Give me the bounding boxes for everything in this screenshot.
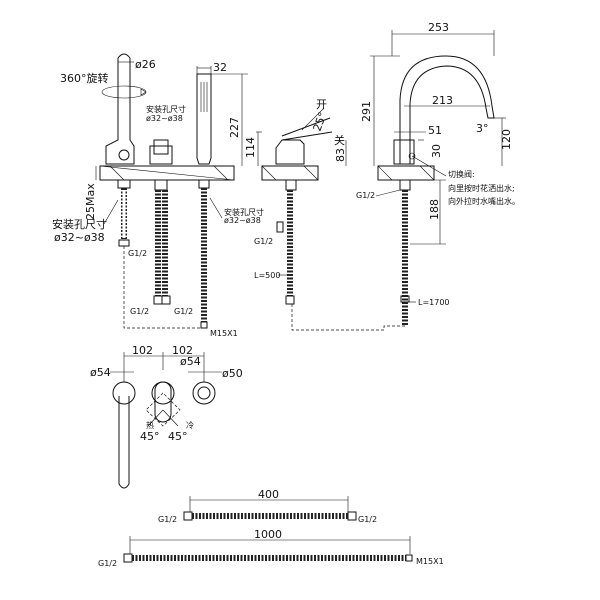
rotation-arrow (101, 85, 147, 99)
g12-cold: G1/2 (174, 307, 193, 316)
hose-1000-m15: M15X1 (416, 557, 444, 566)
countertop-spout (377, 165, 435, 181)
close-label: 关 (334, 133, 345, 147)
hose-400-length: 400 (258, 488, 279, 501)
dim-51: 51 (428, 124, 442, 137)
hose-400-g12-right: G1/2 (358, 515, 377, 524)
hose-400: 400 G1/2 G1/2 (158, 488, 377, 524)
max-thickness: 25Max (84, 183, 97, 220)
spout-diameter: ø26 (135, 58, 156, 71)
spout-body (105, 53, 135, 165)
dim-83: 83 (334, 148, 347, 162)
spout-side-view: 253 291 213 51 30 3° 120 188 切换阀: 向里按时花洒… (291, 21, 520, 331)
hose-1000-g12: G1/2 (98, 559, 117, 568)
dia-54-left: ø54 (90, 366, 111, 379)
hot-mark: 热 (146, 420, 154, 430)
angle-45-right: 45° (168, 430, 188, 443)
hose-400-g12-left: G1/2 (158, 515, 177, 524)
countertop-valve (261, 165, 319, 181)
dim-253: 253 (428, 21, 449, 34)
angle-3: 3° (476, 122, 489, 135)
dim-213: 213 (432, 94, 453, 107)
front-view: 360°旋转 ø26 32 227 25Max (52, 53, 264, 338)
dim-30: 30 (430, 144, 443, 158)
dim-188: 188 (428, 199, 441, 220)
hose-1000: 1000 G1/2 M15X1 (98, 528, 444, 568)
dim-227: 227 (228, 117, 241, 138)
handshower-width: 32 (213, 61, 227, 74)
rotation-label: 360°旋转 (60, 71, 109, 85)
dim-291: 291 (360, 101, 373, 122)
hole-size-left-label: 安装孔尺寸 (52, 217, 107, 231)
angle-25: 25° (311, 110, 330, 133)
diverter-push: 向里按时花洒出水; (448, 183, 515, 193)
dim-114: 114 (244, 137, 257, 158)
m15-handshower: M15X1 (210, 329, 238, 338)
hole-size-top-value: ø32~ø38 (146, 114, 183, 123)
top-view: 102 102 ø54 ø54 ø50 热 冷 45° 45° (90, 344, 243, 489)
dim-120: 120 (500, 129, 513, 150)
hose-l500: L=500 (254, 271, 280, 280)
valve-side-view: 开 关 25° 114 83 G1/2 L=500 (244, 98, 347, 305)
gooseneck-spout (399, 55, 495, 165)
g12-spout: G1/2 (128, 249, 147, 258)
dia-54-mid: ø54 (180, 355, 201, 368)
spacing-102-right: 102 (172, 344, 193, 357)
g12-valve: G1/2 (254, 237, 273, 246)
hose-l1700: L=1700 (418, 298, 450, 307)
hole-size-top-label: 安装孔尺寸 (146, 104, 186, 114)
hole-size-mid-value: ø32~ø38 (224, 216, 261, 225)
dia-50-right: ø50 (222, 367, 243, 380)
spacing-102-left: 102 (132, 344, 153, 357)
hole-size-left-value: ø32~ø38 (54, 231, 105, 244)
g12-hot: G1/2 (130, 307, 149, 316)
open-label: 开 (316, 98, 327, 111)
hose-1000-length: 1000 (254, 528, 282, 541)
valve-body (149, 139, 173, 165)
hole-size-mid-label: 安装孔尺寸 (224, 207, 264, 217)
angle-45-left: 45° (140, 430, 160, 443)
diverter-pull: 向外拉时水嘴出水。 (448, 196, 520, 206)
diverter-title: 切换阀: (448, 169, 475, 179)
g12-spout-side: G1/2 (356, 191, 375, 200)
cold-mark: 冷 (186, 420, 194, 430)
